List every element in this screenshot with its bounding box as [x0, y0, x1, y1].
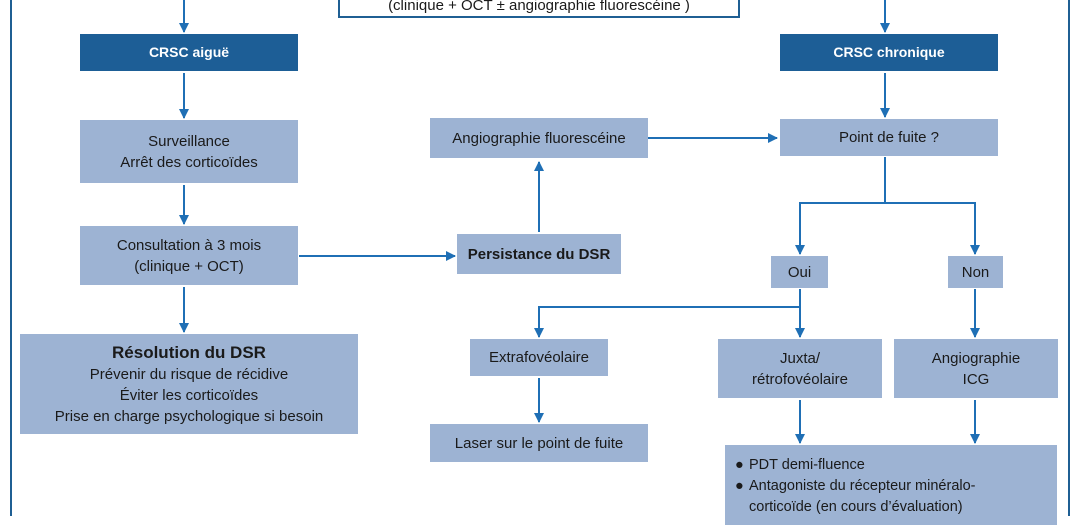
chronic-csc-header: CRSC chronique — [780, 34, 998, 71]
connector-leakpoint-to-no — [885, 202, 980, 255]
bullet-icon: ● — [735, 457, 744, 473]
acute-csc-header: CRSC aiguë — [80, 34, 298, 71]
resolution-box: Résolution du DSR Prévenir du risque de … — [20, 334, 358, 434]
connector-yes-to-extrafoveal — [534, 289, 801, 338]
extrafoveal-label: Extrafovéolaire — [488, 349, 590, 366]
chronic-csc-title: CRSC chronique — [833, 44, 945, 60]
frame-right-border — [1068, 0, 1070, 516]
surveillance-box: Surveillance Arrêt des corticoïdes — [80, 120, 298, 183]
treatment-pdt-label: PDT demi-fluence — [749, 457, 865, 473]
icg-angiography-box: Angiographie ICG — [894, 339, 1058, 398]
yes-label: Oui — [787, 263, 812, 281]
persistence-box: Persistance du DSR — [457, 234, 621, 274]
treatments-box: ● PDT demi-fluence ● Antagoniste du réce… — [725, 445, 1057, 525]
surveillance-line-1: Surveillance — [148, 132, 230, 150]
extrafoveal-box: Extrafovéolaire — [470, 339, 608, 376]
icg-line-2: ICG — [962, 370, 990, 388]
juxta-retrofoveal-box: Juxta/ rétrofovéolaire — [718, 339, 882, 398]
treatment-item-antagonist-cont: corticoïde (en cours d’évaluation) — [735, 497, 1047, 518]
angiography-fluorescein-label: Angiographie fluorescéine — [452, 129, 626, 147]
frame-left-border — [10, 0, 12, 516]
consultation-line-2: (clinique + OCT) — [134, 257, 244, 275]
juxta-line-1: Juxta/ — [779, 349, 821, 367]
diagnosis-box: (clinique + OCT ± angiographie fluorescé… — [338, 0, 740, 18]
icg-line-1: Angiographie — [931, 349, 1021, 367]
bullet-icon: ● — [735, 478, 744, 494]
leak-point-label: Point de fuite ? — [838, 129, 940, 146]
bullet-spacer — [735, 497, 749, 518]
connector-leakpoint-split — [795, 157, 886, 255]
laser-label: Laser sur le point de fuite — [454, 434, 624, 452]
resolution-line-1: Prévenir du risque de récidive — [89, 365, 289, 383]
diagnosis-text: (clinique + OCT ± angiographie fluorescé… — [388, 0, 690, 14]
no-box: Non — [948, 256, 1003, 288]
resolution-line-2: Éviter les corticoïdes — [119, 386, 259, 404]
treatment-antagonist-label-cont: corticoïde (en cours d’évaluation) — [749, 499, 963, 515]
resolution-title: Résolution du DSR — [112, 342, 266, 362]
no-label: Non — [961, 263, 990, 281]
consultation-line-1: Consultation à 3 mois — [116, 236, 262, 254]
juxta-line-2: rétrofovéolaire — [752, 370, 848, 388]
persistence-label: Persistance du DSR — [467, 245, 611, 263]
acute-csc-title: CRSC aiguë — [148, 44, 230, 60]
treatment-antagonist-label: Antagoniste du récepteur minéralo- — [749, 478, 976, 494]
leak-point-box: Point de fuite ? — [780, 119, 998, 156]
angiography-fluorescein-box: Angiographie fluorescéine — [430, 118, 648, 158]
consultation-box: Consultation à 3 mois (clinique + OCT) — [80, 226, 298, 285]
yes-box: Oui — [771, 256, 828, 288]
treatment-item-antagonist: ● Antagoniste du récepteur minéralo- — [735, 476, 1047, 497]
surveillance-line-2: Arrêt des corticoïdes — [120, 153, 258, 171]
laser-box: Laser sur le point de fuite — [430, 424, 648, 462]
treatment-item-pdt: ● PDT demi-fluence — [735, 455, 1047, 476]
resolution-line-3: Prise en charge psychologique si besoin — [54, 407, 324, 425]
